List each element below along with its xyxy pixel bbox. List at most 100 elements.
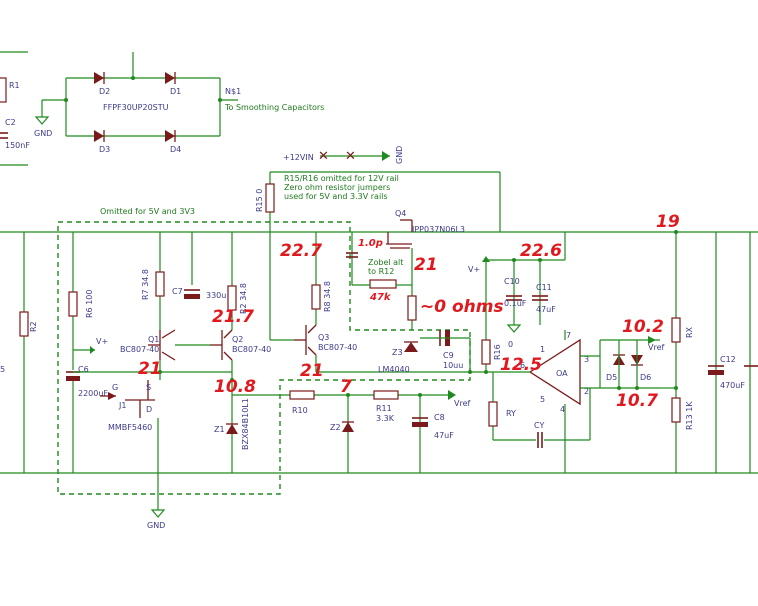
- q3-part: BC807-40: [318, 343, 357, 352]
- note-line-3: used for 5V and 3.3V rails: [284, 192, 388, 201]
- c12-capacitor: [708, 365, 724, 375]
- q4-mosfet: [386, 219, 413, 249]
- c12-value: 470uF: [720, 381, 745, 390]
- opamp-pin2: 2: [584, 387, 589, 396]
- r11-value: 3.3K: [376, 414, 395, 423]
- d4-label: D4: [170, 145, 181, 154]
- rx-label: RX: [685, 326, 694, 338]
- z3-part: LM4040: [378, 365, 410, 374]
- z3-reference: [404, 341, 418, 352]
- r11-resistor: [373, 390, 399, 400]
- r10-resistor: [289, 390, 315, 400]
- gnd-symbol-bottom: [150, 509, 166, 518]
- opamp-pin3: 3: [584, 355, 589, 364]
- z1-label: Z1: [214, 425, 225, 434]
- annotation-10-8: 10.8: [214, 377, 256, 397]
- r6-label: R6 100: [85, 290, 94, 318]
- vref2-label: Vref: [648, 343, 665, 352]
- z1-zener: [226, 423, 238, 434]
- zobel-alt-label: Zobel alt: [368, 258, 403, 267]
- annotation-19: 19: [656, 212, 680, 232]
- c11-value: 47uF: [536, 305, 556, 314]
- q3-transistor: [294, 324, 317, 356]
- gnd-label-top: GND: [395, 146, 404, 164]
- c8-label: C8: [434, 413, 445, 422]
- r6-resistor: [68, 291, 78, 317]
- r2b-resistor: [227, 285, 237, 311]
- d5-label: D5: [606, 373, 617, 382]
- diode-d3: [94, 130, 105, 142]
- c9-value: 10uu: [443, 361, 463, 370]
- r1-label: R1: [9, 81, 20, 90]
- error-amplifier-section: V+ C10 0.1uF C11 47uF OA 6 7 1 5 3 2 4 R…: [468, 230, 758, 473]
- r10-label: R10: [292, 406, 308, 415]
- ry-resistor: [488, 401, 498, 427]
- zobel-resistor: [369, 279, 397, 289]
- output-resistor: [407, 295, 417, 321]
- r15-label: R15 0: [255, 189, 264, 212]
- to-r12-label: to R12: [368, 267, 394, 276]
- annotation-21-q3: 21: [300, 361, 324, 381]
- d3-label: D3: [99, 145, 110, 154]
- c7-value: 330u: [206, 291, 226, 300]
- j1-source-label: S: [146, 383, 151, 392]
- omitted-label: Omitted for 5V and 3V3: [100, 207, 195, 216]
- cross-mark-1: ✕: [318, 149, 329, 164]
- annotation-7: 7: [340, 377, 352, 397]
- annotation-10-7: 10.7: [616, 391, 658, 411]
- diode-d2: [94, 72, 105, 84]
- vplus2-label: V+: [468, 265, 480, 274]
- r2b-label: R2 34.8: [239, 283, 248, 314]
- r16-resistor: [481, 339, 491, 365]
- r1-resistor: [0, 77, 7, 103]
- pass-transistor-section: R8 34.8 Q3 BC807-40 Q4 IPP037N06L3 Zobel…: [269, 209, 513, 374]
- z3-label: Z3: [392, 348, 403, 357]
- opamp-pin6: 6: [520, 361, 525, 370]
- cross-mark-2: ✕: [345, 149, 356, 164]
- annotation-21-q1: 21: [138, 359, 162, 379]
- r8-label: R8 34.8: [323, 281, 332, 312]
- annotation-21-q4: 21: [414, 255, 438, 275]
- c12-label: C12: [720, 355, 736, 364]
- r13-resistor: [671, 397, 681, 423]
- d6-label: D6: [640, 373, 651, 382]
- c2-label: C2: [5, 118, 16, 127]
- r15-resistor: [265, 183, 275, 213]
- annotation-12-5: 12.5: [500, 355, 542, 375]
- vplus-label: V+: [96, 337, 108, 346]
- q4-part: IPP037N06L3: [412, 225, 465, 234]
- c7-label: C7: [172, 287, 183, 296]
- omitted-section-box: [57, 221, 471, 495]
- r16-value: 0: [508, 340, 513, 349]
- c2-value: 150nF: [5, 141, 30, 150]
- c10-value: 0.1uF: [504, 299, 527, 308]
- opamp-oa-label: OA: [556, 369, 568, 378]
- vref-label: Vref: [454, 399, 471, 408]
- annotation-21-7: 21.7: [212, 307, 254, 327]
- z1-part: BZX84B10L1: [241, 398, 250, 450]
- r8-resistor: [311, 284, 321, 310]
- reference-filter: R10 R11 3.3K Vref Z2 C8 47uF: [232, 390, 471, 473]
- c6-label: C6: [78, 365, 89, 374]
- input-wiring: +12VIN ✕ ✕ GND R15 0 R15/R16 omitted for…: [255, 146, 501, 232]
- to-smoothing-label: To Smoothing Capacitors: [224, 103, 324, 112]
- note-line-2: Zero ohm resistor jumpers: [284, 183, 390, 192]
- annotation-22-7: 22.7: [280, 241, 322, 261]
- j1-label: J1: [118, 401, 126, 410]
- pre-regulator: R6 100 V+ C6 2200uF R7 34.8 C7 330u R2 3…: [66, 232, 271, 530]
- handwritten-annotations: 22.7 21.7 21 21 10.8 7 21 ~0 ohms 47k 1.…: [138, 212, 680, 411]
- annotation-1p: 1.0p: [358, 238, 383, 249]
- ry-label: RY: [506, 409, 516, 418]
- c6-value: 2200uF: [78, 389, 108, 398]
- bridge-rectifier-section: R1 C2 150nF GND D2 D1: [0, 51, 324, 166]
- cy-label: CY: [534, 421, 544, 430]
- label-5: 5: [0, 365, 5, 374]
- c8-value: 47uF: [434, 431, 454, 440]
- j1-gate-label: G: [112, 383, 118, 392]
- r7-resistor: [155, 271, 165, 297]
- q2-label: Q2: [232, 335, 243, 344]
- opamp-pin4: 4: [560, 405, 565, 414]
- opamp-pin7: 7: [566, 331, 571, 340]
- c10-label: C10: [504, 277, 520, 286]
